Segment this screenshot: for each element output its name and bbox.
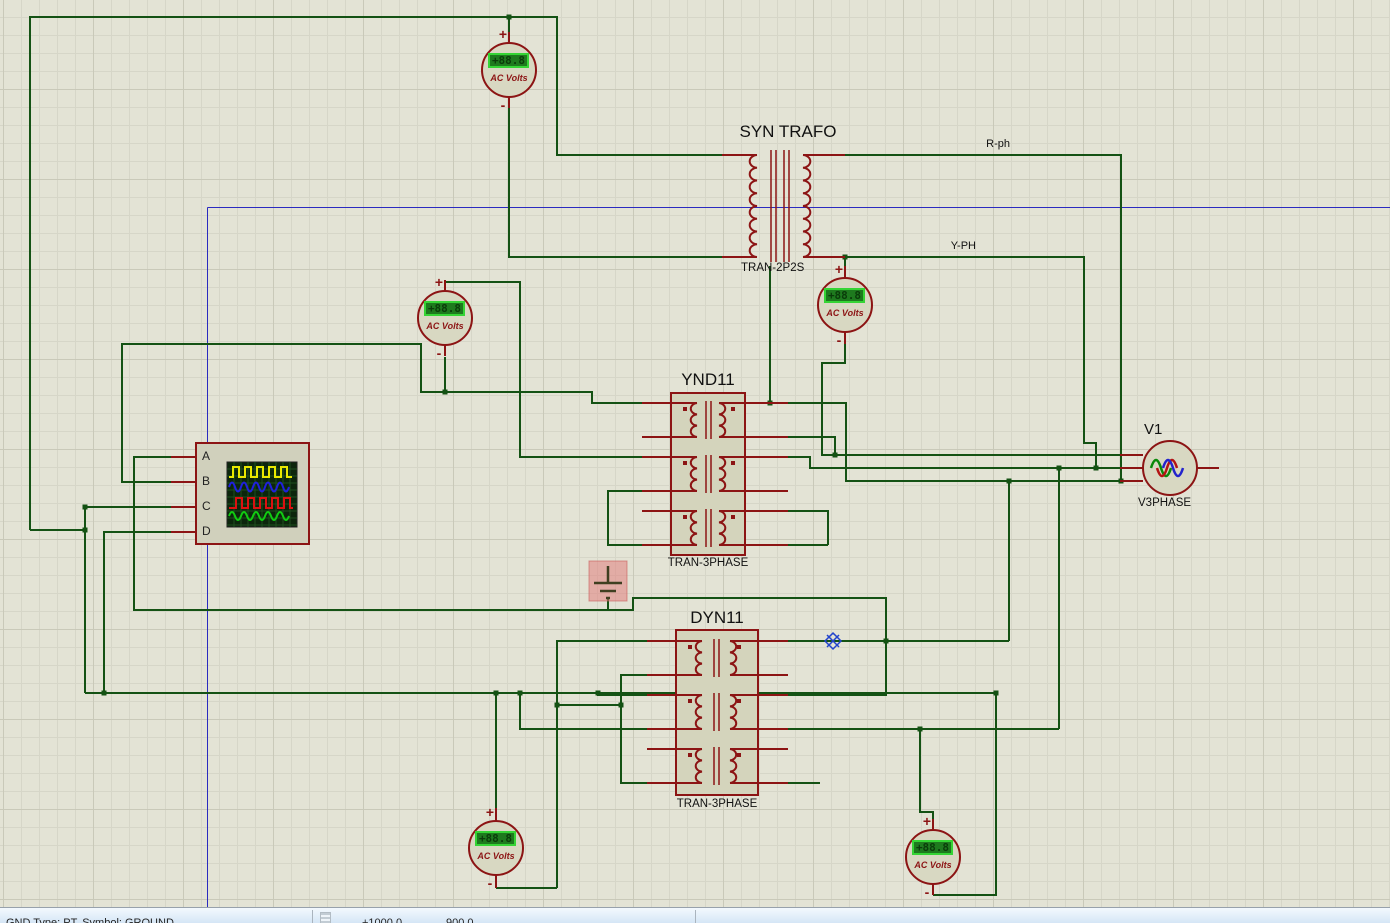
voltmeter-display: +88.8 bbox=[912, 840, 953, 855]
polarity-minus: - bbox=[433, 345, 445, 361]
wire-dyn-right bbox=[788, 641, 1059, 819]
ac-voltmeter-left[interactable]: + +88.8 AC Volts - bbox=[417, 290, 473, 346]
dyn11-symbol[interactable] bbox=[647, 630, 788, 795]
voltmeter-display: +88.8 bbox=[424, 301, 465, 316]
ynd11-part[interactable]: TRAN-3PHASE bbox=[662, 557, 754, 569]
voltmeter-display: +88.8 bbox=[824, 288, 865, 303]
polarity-minus: - bbox=[497, 97, 509, 113]
wire-vm-left-plus bbox=[445, 282, 642, 457]
ac-voltmeter-syn-secondary[interactable]: + +88.8 AC Volts - bbox=[817, 277, 873, 333]
polarity-plus: + bbox=[484, 804, 496, 820]
status-coord-x: +1000.0 bbox=[362, 917, 402, 923]
polarity-plus: + bbox=[433, 274, 445, 290]
ynd11-title[interactable]: YND11 bbox=[664, 370, 752, 390]
status-message: GND Type: PT, Symbol: GROUND bbox=[6, 917, 174, 923]
voltmeter-display: +88.8 bbox=[488, 53, 529, 68]
polarity-plus: + bbox=[921, 813, 933, 829]
polarity-minus: - bbox=[833, 332, 845, 348]
junction-dots bbox=[83, 15, 1124, 732]
wire-ynd-left-lower bbox=[608, 491, 642, 545]
wire-scope-d bbox=[104, 532, 171, 693]
ynd11-symbol[interactable] bbox=[642, 393, 788, 555]
scope-channel-a: A bbox=[202, 449, 210, 463]
status-separator bbox=[695, 910, 696, 923]
polarity-minus: - bbox=[484, 875, 496, 891]
scope-channel-c: C bbox=[202, 499, 211, 513]
voltmeter-display: +88.8 bbox=[475, 831, 516, 846]
wire-scope-c bbox=[85, 507, 171, 693]
voltmeter-label: AC Volts bbox=[470, 851, 522, 861]
voltmeter-label: AC Volts bbox=[819, 308, 871, 318]
ac-voltmeter-top[interactable]: + +88.8 AC Volts - bbox=[481, 42, 537, 98]
scope-channel-b: B bbox=[202, 474, 210, 488]
wire-top-left-net bbox=[30, 17, 722, 530]
wire-y-ph bbox=[845, 257, 1096, 468]
status-separator bbox=[312, 910, 313, 923]
ac-voltmeter-bottom-right[interactable]: + +88.8 AC Volts - bbox=[905, 829, 961, 885]
net-label-y-ph[interactable]: Y-PH bbox=[938, 240, 976, 252]
polarity-plus: + bbox=[497, 26, 509, 42]
voltmeter-label: AC Volts bbox=[907, 860, 959, 870]
dyn11-title[interactable]: DYN11 bbox=[672, 608, 762, 628]
oscilloscope-symbol[interactable] bbox=[171, 443, 309, 544]
v1-part[interactable]: V3PHASE bbox=[1138, 497, 1191, 509]
dyn11-part[interactable]: TRAN-3PHASE bbox=[671, 798, 763, 810]
voltmeter-label: AC Volts bbox=[419, 321, 471, 331]
syn-trafo-part[interactable]: TRAN-2P2S bbox=[741, 262, 804, 274]
scope-channel-d: D bbox=[202, 524, 211, 538]
syn-trafo-title[interactable]: SYN TRAFO bbox=[703, 122, 873, 142]
voltmeter-label: AC Volts bbox=[483, 73, 535, 83]
syn-trafo-symbol[interactable] bbox=[722, 150, 845, 262]
polarity-minus: - bbox=[921, 884, 933, 900]
wire-r-ph bbox=[845, 155, 1121, 481]
v1-ref[interactable]: V1 bbox=[1144, 421, 1162, 438]
ac-voltmeter-bottom-left[interactable]: + +88.8 AC Volts - bbox=[468, 820, 524, 876]
sheet-border bbox=[208, 208, 1390, 908]
wire-ynd-right-bus bbox=[775, 403, 1122, 729]
net-label-r-ph[interactable]: R-ph bbox=[965, 138, 1010, 150]
polarity-plus: + bbox=[833, 261, 845, 277]
status-bar: GND Type: PT, Symbol: GROUND +1000.0 900… bbox=[0, 907, 1390, 923]
ground-symbol[interactable] bbox=[589, 561, 627, 601]
status-grip-icon bbox=[320, 912, 331, 923]
status-coord-y: 900.0 bbox=[446, 917, 474, 923]
v1-source-symbol[interactable] bbox=[1120, 441, 1219, 495]
